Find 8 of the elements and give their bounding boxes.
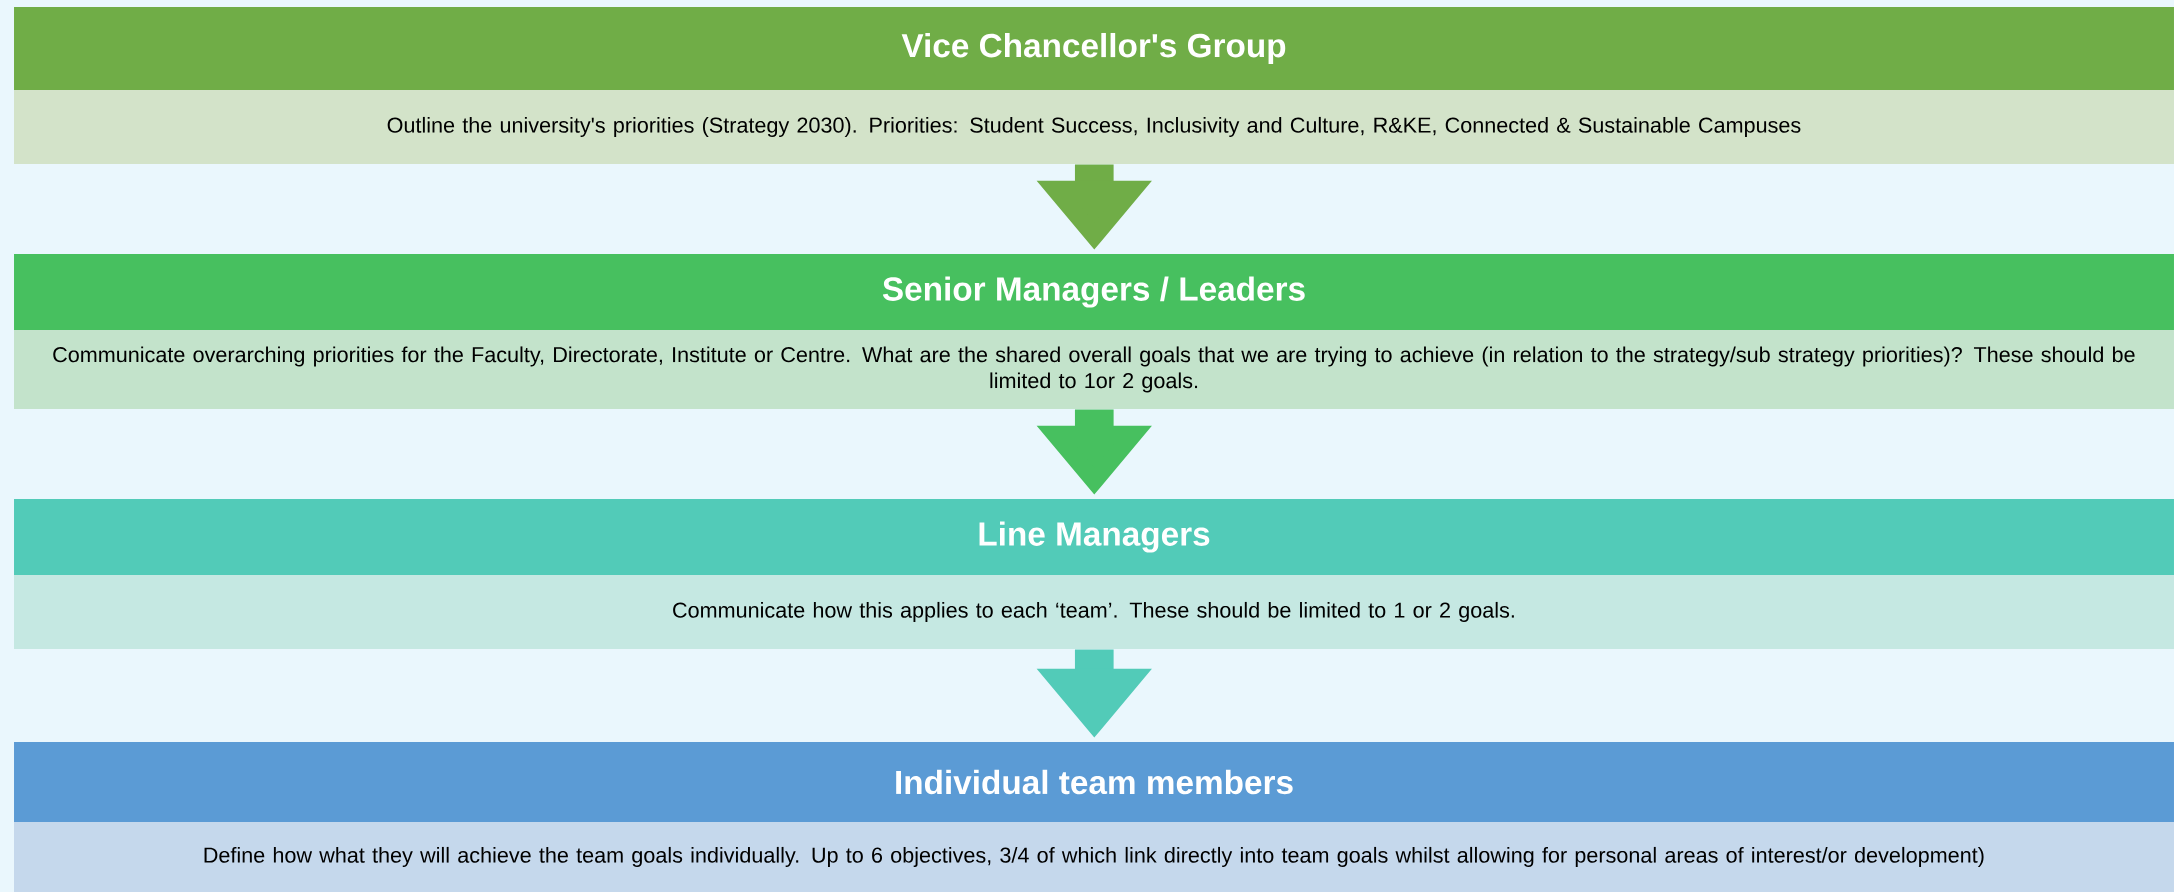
- header-bar: Individual team members: [14, 742, 2174, 822]
- header-bar: Line Managers: [14, 499, 2174, 575]
- description-box: Outline the university's priorities (Strategy 2030). Priorities: Student Success, Inclusivity and Culture, R&KE, Connected & Sustainable Campuses: [14, 90, 2174, 164]
- description-box: Communicate overarching priorities for the Faculty, Directorate, Institute or Centre. What are the shared overall goals that we are trying to achieve (in relation to the strategy/sub strategy priorities)? These should be limited to 1or 2 goals.: [14, 330, 2174, 409]
- header-bar: Vice Chancellor's Group: [14, 7, 2174, 90]
- description-box: Define how what they will achieve the team goals individually. Up to 6 objectives, 3/4 of which link directly into team goals whilst allowing for personal areas of interest/or development): [14, 822, 2174, 892]
- description-box: Communicate how this applies to each ‘team’. These should be limited to 1 or 2 goals.: [14, 575, 2174, 649]
- header-bar: Senior Managers / Leaders: [14, 254, 2174, 330]
